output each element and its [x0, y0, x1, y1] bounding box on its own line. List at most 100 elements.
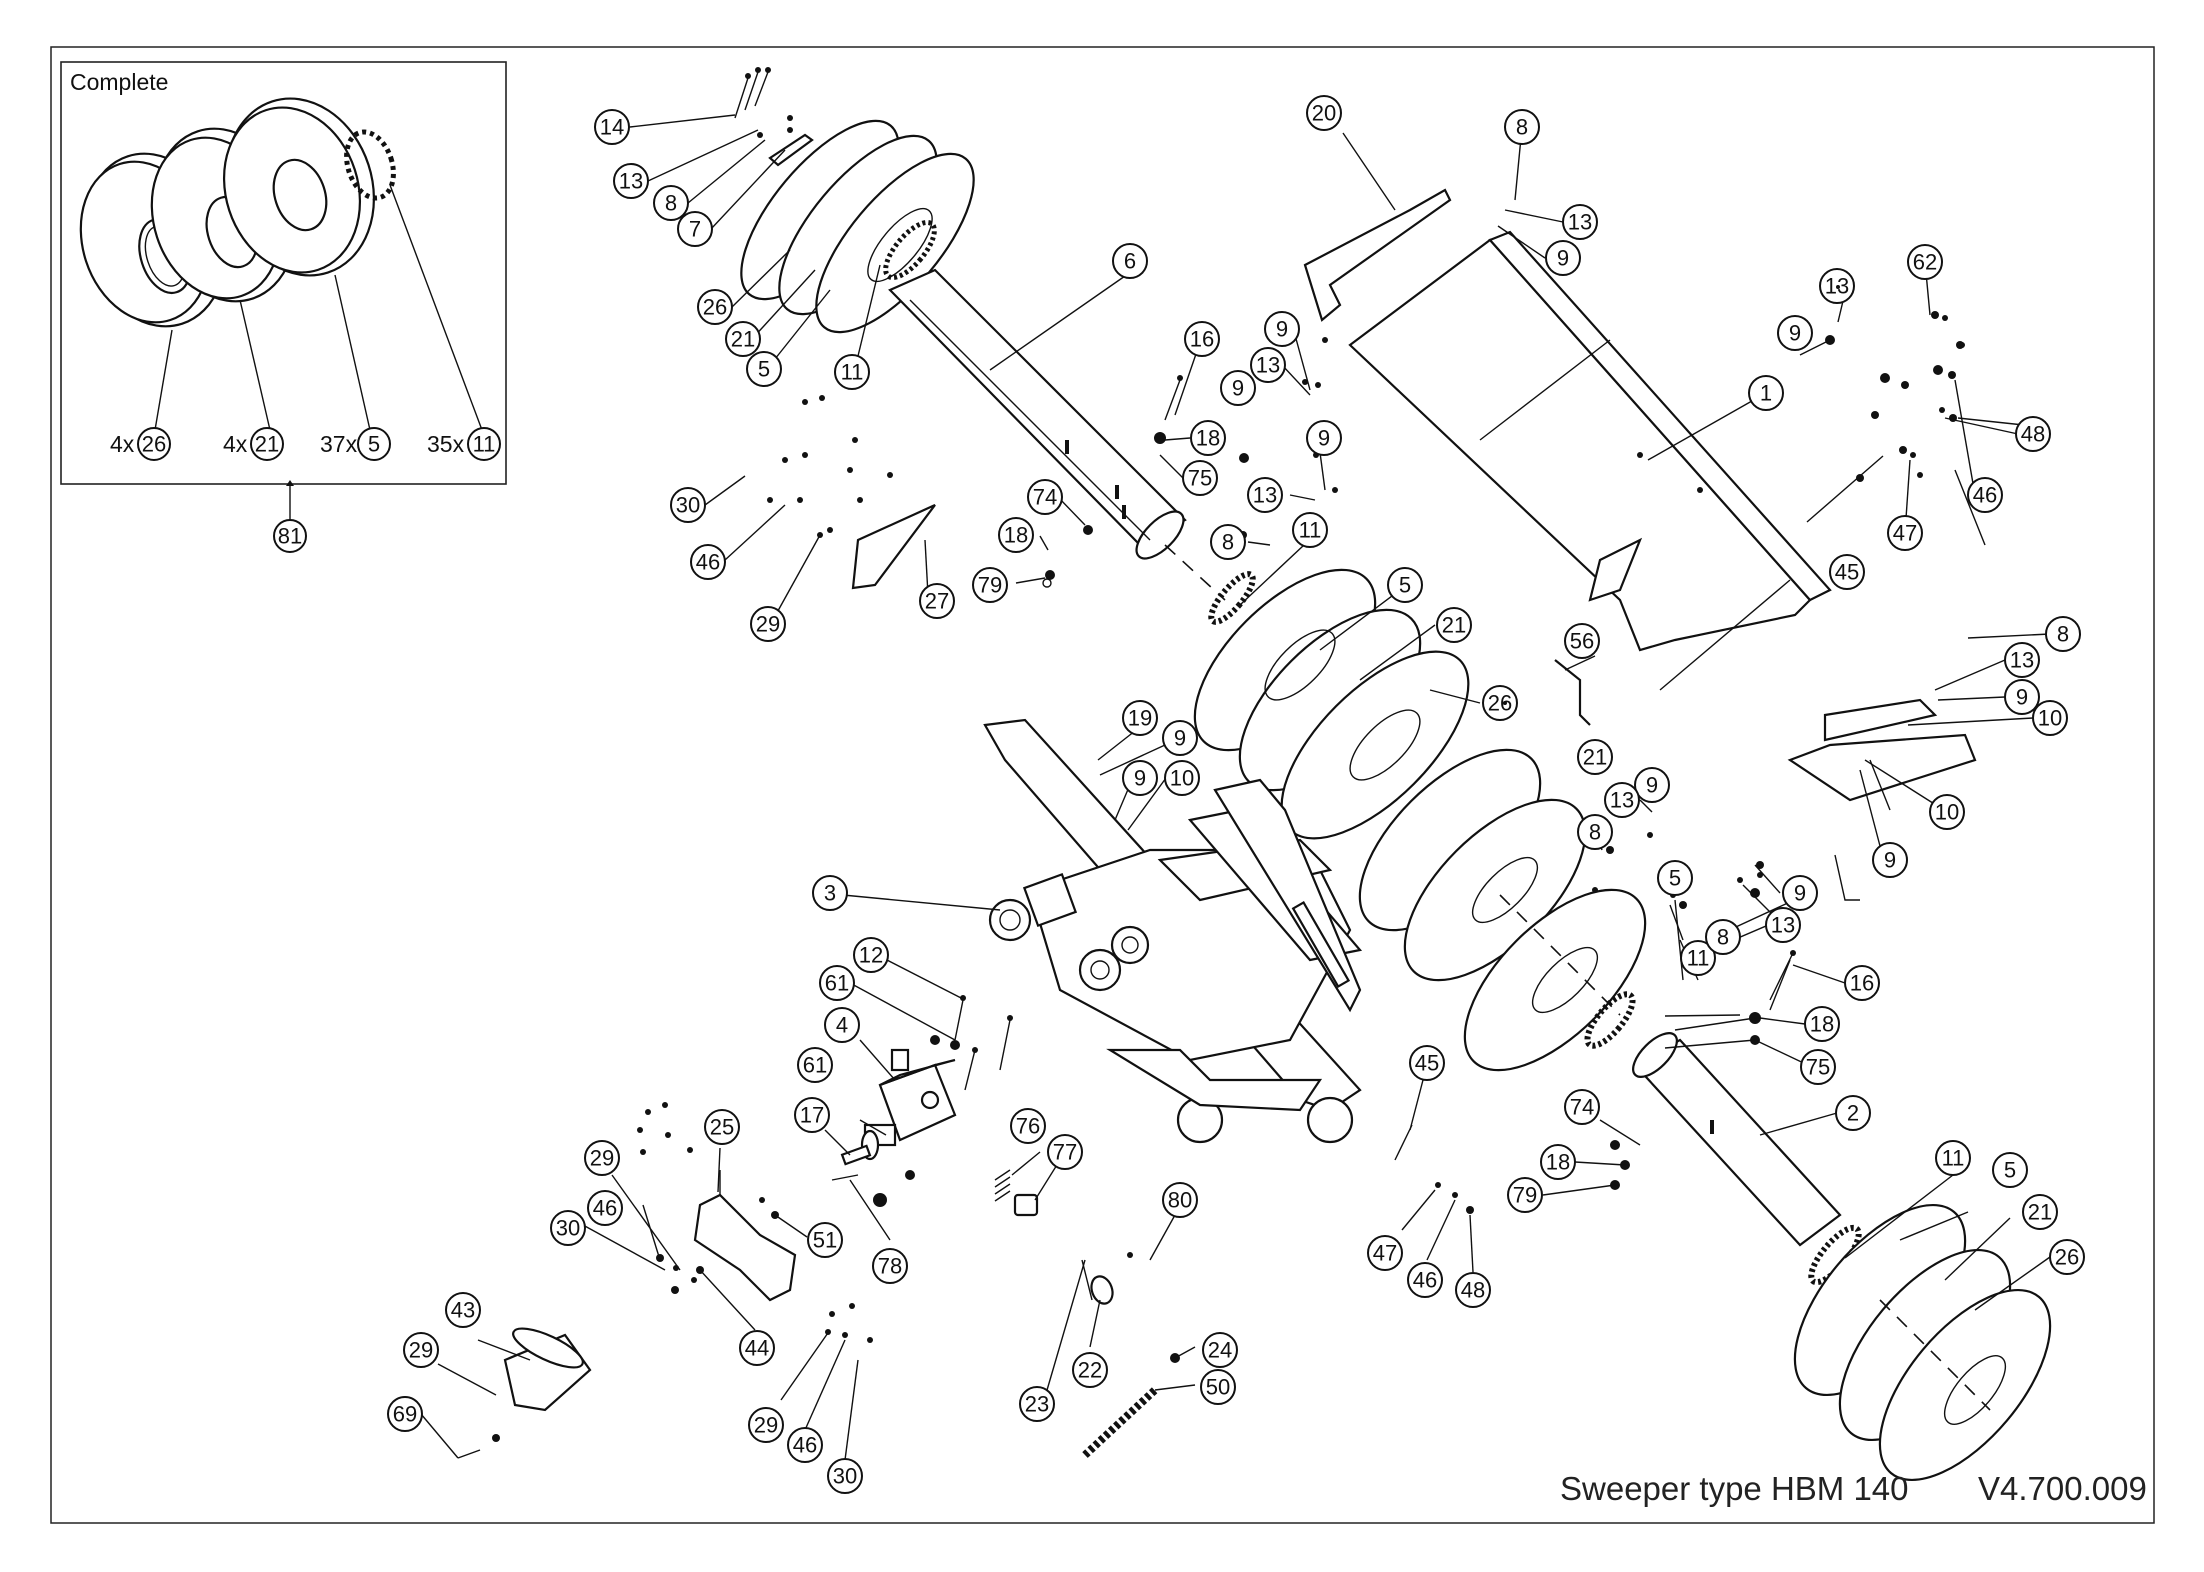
svg-text:11: 11 [473, 432, 496, 457]
plate-27 [851, 503, 936, 590]
callout-11: 11 [834, 354, 870, 390]
svg-text:9: 9 [1134, 766, 1146, 791]
callout-61b: 61 [797, 1047, 833, 1083]
svg-text:29: 29 [756, 612, 780, 637]
callout-46b: 46 [1967, 477, 2003, 513]
callout-13c: 13 [1250, 347, 1286, 383]
bolts-12 [930, 995, 1013, 1091]
svg-text:48: 48 [2021, 422, 2045, 447]
callout-9d: 9 [1220, 370, 1256, 406]
callout-18: 18 [1190, 420, 1226, 456]
callout-5: 5 [746, 351, 782, 387]
svg-text:44: 44 [745, 1336, 769, 1361]
callout-74b: 74 [1564, 1089, 1600, 1125]
svg-text:18: 18 [1196, 426, 1220, 451]
svg-text:8: 8 [2057, 622, 2069, 647]
svg-text:13: 13 [1256, 353, 1280, 378]
svg-text:20: 20 [1312, 101, 1336, 126]
svg-text:21: 21 [1442, 613, 1466, 638]
callout-9h: 9 [1782, 875, 1818, 911]
svg-text:6: 6 [1124, 249, 1136, 274]
upper-disc-stack [740, 119, 975, 334]
callout-69: 69 [387, 1396, 423, 1432]
svg-text:61: 61 [825, 971, 849, 996]
svg-text:26: 26 [1488, 691, 1512, 716]
svg-text:9: 9 [1557, 246, 1569, 271]
side-plate-lower [1787, 733, 1977, 802]
callout-18c: 18 [1540, 1144, 1576, 1180]
callout-8e: 8 [1577, 814, 1613, 850]
plate-7 [768, 133, 814, 167]
callout-50: 50 [1200, 1369, 1236, 1405]
svg-text:43: 43 [451, 1298, 475, 1323]
right-disc-stack [1358, 748, 1647, 1072]
bracket-20 [1303, 188, 1452, 322]
callout-8c: 8 [1210, 524, 1246, 560]
svg-text:26: 26 [703, 295, 727, 320]
svg-text:46: 46 [1973, 483, 1997, 508]
svg-text:8: 8 [1589, 820, 1601, 845]
sprocket-22 [1090, 1275, 1114, 1305]
callout-22: 22 [1072, 1352, 1108, 1388]
callout-30b: 30 [550, 1210, 586, 1246]
callout-13: 13 [613, 163, 649, 199]
callout-11d: 11 [1680, 940, 1716, 976]
svg-text:13: 13 [1253, 483, 1277, 508]
svg-text:2: 2 [1847, 1101, 1859, 1126]
side-plate-upper [1823, 698, 1938, 742]
svg-text:26: 26 [2055, 1245, 2079, 1270]
bolts-14 [734, 67, 771, 119]
callout-46d: 46 [787, 1427, 823, 1463]
upper-shaft-6 [888, 268, 1187, 560]
callout-8f: 8 [1705, 919, 1741, 955]
svg-text:74: 74 [1570, 1095, 1594, 1120]
callout-79b: 79 [1507, 1177, 1543, 1213]
callout-43: 43 [445, 1292, 481, 1328]
callout-13f: 13 [1836, 285, 1840, 289]
svg-text:47: 47 [1373, 1241, 1397, 1266]
inset-qty-4: 35x [427, 431, 465, 457]
svg-text:48: 48 [1461, 1278, 1485, 1303]
svg-text:13: 13 [619, 169, 643, 194]
callout-12: 12 [853, 937, 889, 973]
callout-61: 61 [819, 965, 855, 1001]
drawing-number: V4.700.009 [1978, 1470, 2147, 1507]
svg-text:5: 5 [2004, 1158, 2016, 1183]
callout-9j: 9 [1122, 760, 1158, 796]
callout-78: 78 [872, 1248, 908, 1284]
svg-text:26: 26 [142, 432, 166, 457]
svg-text:14: 14 [600, 115, 624, 140]
callout-29: 29 [750, 606, 786, 642]
callout-46e: 46 [1407, 1262, 1443, 1298]
svg-text:47: 47 [1893, 521, 1917, 546]
svg-text:46: 46 [793, 1433, 817, 1458]
svg-text:46: 46 [1413, 1268, 1437, 1293]
callout-23: 23 [1019, 1386, 1055, 1422]
svg-text:80: 80 [1168, 1188, 1192, 1213]
svg-text:21: 21 [1583, 745, 1607, 770]
svg-text:46: 46 [696, 550, 720, 575]
svg-text:11: 11 [1687, 946, 1710, 971]
cylinder-43 [503, 1327, 592, 1412]
key-17 [840, 1144, 872, 1166]
svg-text:18: 18 [1810, 1012, 1834, 1037]
inset-callout-5: 5 [357, 427, 391, 461]
svg-text:13: 13 [1568, 210, 1592, 235]
svg-text:11: 11 [1299, 518, 1322, 543]
callout-8: 8 [653, 185, 689, 221]
callout-5b: 5 [1387, 567, 1423, 603]
callout-26: 26 [697, 289, 733, 325]
callout-14: 14 [594, 109, 630, 145]
callout-27: 27 [919, 583, 955, 619]
svg-text:62: 62 [1913, 250, 1937, 275]
svg-text:12: 12 [859, 943, 883, 968]
svg-text:9: 9 [1232, 376, 1244, 401]
callout-75: 75 [1182, 460, 1218, 496]
inset-disc-5 [222, 97, 376, 277]
callout-80: 80 [1162, 1182, 1198, 1218]
drawing-frame [50, 46, 2155, 1524]
frame-3 [983, 718, 1363, 1144]
drawing-title: Sweeper type HBM 140 [1560, 1470, 1909, 1507]
svg-text:5: 5 [758, 357, 770, 382]
svg-text:76: 76 [1016, 1114, 1040, 1139]
